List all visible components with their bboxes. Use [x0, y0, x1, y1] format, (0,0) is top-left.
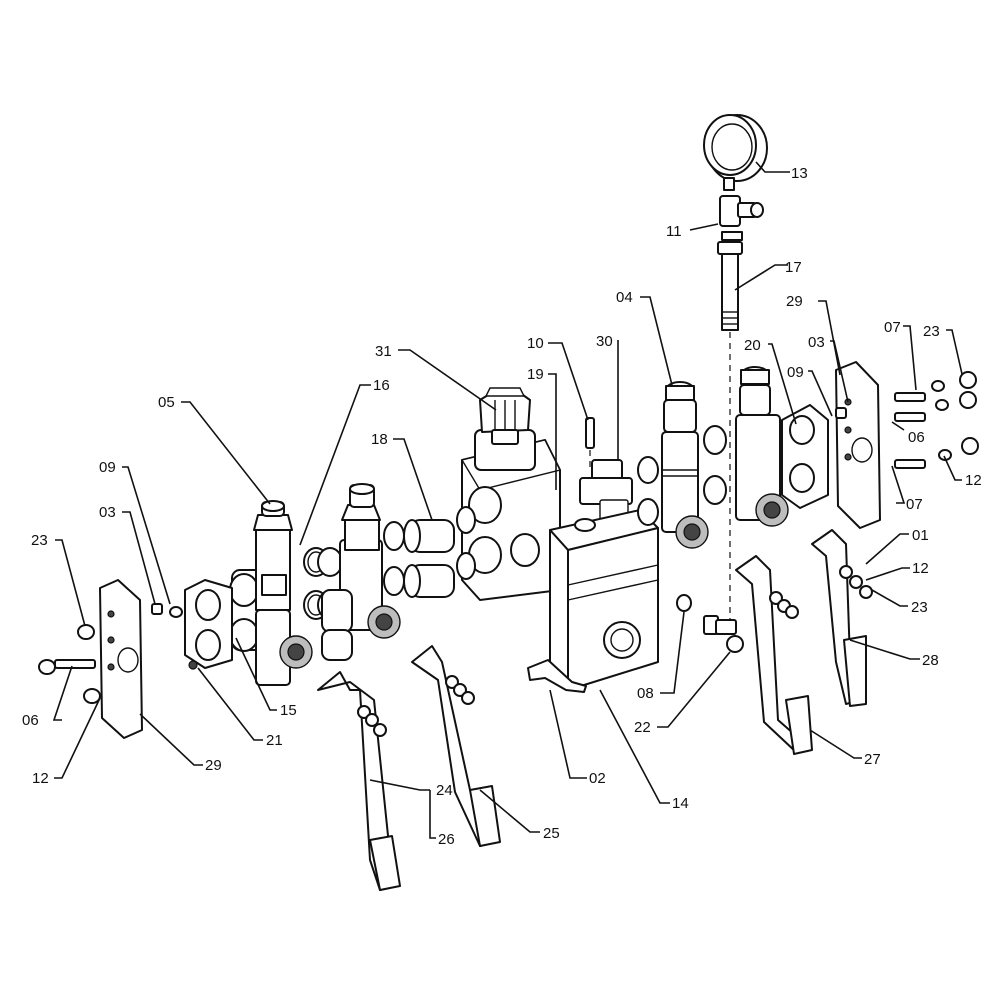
- fitting-30: [579, 459, 633, 521]
- callout-24: 24: [436, 782, 453, 799]
- callout-29-left: 29: [205, 757, 222, 774]
- manifold-body: [460, 429, 562, 601]
- couplings-18: [383, 506, 476, 598]
- leader-lines: [52, 161, 963, 839]
- callout-18: 18: [371, 431, 388, 448]
- bracket-02: [527, 659, 587, 693]
- callout-01: 01: [912, 527, 929, 544]
- handle-28: [811, 529, 873, 707]
- handle-27: [735, 555, 813, 755]
- callout-11: 11: [666, 223, 682, 240]
- left-fasteners: [38, 603, 163, 704]
- callout-13: 13: [791, 165, 808, 182]
- callout-04: 04: [616, 289, 633, 306]
- callout-12-left: 12: [32, 770, 49, 787]
- callout-20: 20: [744, 337, 761, 354]
- bolt-10: [585, 417, 595, 470]
- callout-labels: 13 11 17 04 29 07 23 31 10 30 20 03 09 0…: [22, 165, 982, 848]
- callout-07-top: 07: [884, 319, 901, 336]
- handle-24: [317, 671, 401, 891]
- callout-17: 17: [785, 259, 802, 276]
- valve-04: [637, 381, 709, 549]
- callout-22: 22: [634, 719, 651, 736]
- callout-30: 30: [596, 333, 613, 350]
- callout-02: 02: [589, 770, 606, 787]
- callout-27: 27: [864, 751, 881, 768]
- pressure-gauge: [703, 114, 768, 191]
- callout-28: 28: [922, 652, 939, 669]
- callout-25: 25: [543, 825, 560, 842]
- callout-15: 15: [280, 702, 297, 719]
- callout-23-left: 23: [31, 532, 48, 549]
- callout-09-left: 09: [99, 459, 116, 476]
- callout-21: 21: [266, 732, 283, 749]
- right-fasteners: [835, 371, 979, 469]
- right-end-block: [781, 404, 829, 509]
- callout-08: 08: [637, 685, 654, 702]
- callout-29-right: 29: [786, 293, 803, 310]
- callout-16: 16: [373, 377, 390, 394]
- callout-03-left: 03: [99, 504, 116, 521]
- callout-12-right: 12: [965, 472, 982, 489]
- callout-14: 14: [672, 795, 689, 812]
- callout-12-mid: 12: [912, 560, 929, 577]
- left-valve-body: [229, 500, 313, 686]
- callout-09-right: 09: [787, 364, 804, 381]
- callout-26: 26: [438, 831, 455, 848]
- right-gasket-plate: [835, 361, 881, 529]
- callout-06-right: 06: [908, 429, 925, 446]
- callout-31: 31: [375, 343, 392, 360]
- handle-25: [411, 645, 501, 847]
- tee-fitting: [719, 195, 764, 241]
- callout-03-right: 03: [808, 334, 825, 351]
- callout-05: 05: [158, 394, 175, 411]
- control-unit: [549, 509, 659, 691]
- left-gasket-plate: [99, 579, 143, 739]
- gauge-pipe: [717, 241, 743, 640]
- callout-10: 10: [527, 335, 544, 352]
- callout-07-bottom: 07: [906, 496, 923, 513]
- callout-23-right: 23: [923, 323, 940, 340]
- callout-23-bottom: 23: [911, 599, 928, 616]
- second-valve-body: [321, 483, 401, 661]
- callout-19: 19: [527, 366, 544, 383]
- callout-06-left: 06: [22, 712, 39, 729]
- valve-20: [703, 366, 789, 527]
- ring-08: [676, 594, 692, 612]
- left-end-block: [169, 579, 233, 670]
- regulator-head: [479, 387, 531, 445]
- plug-22: [703, 615, 744, 653]
